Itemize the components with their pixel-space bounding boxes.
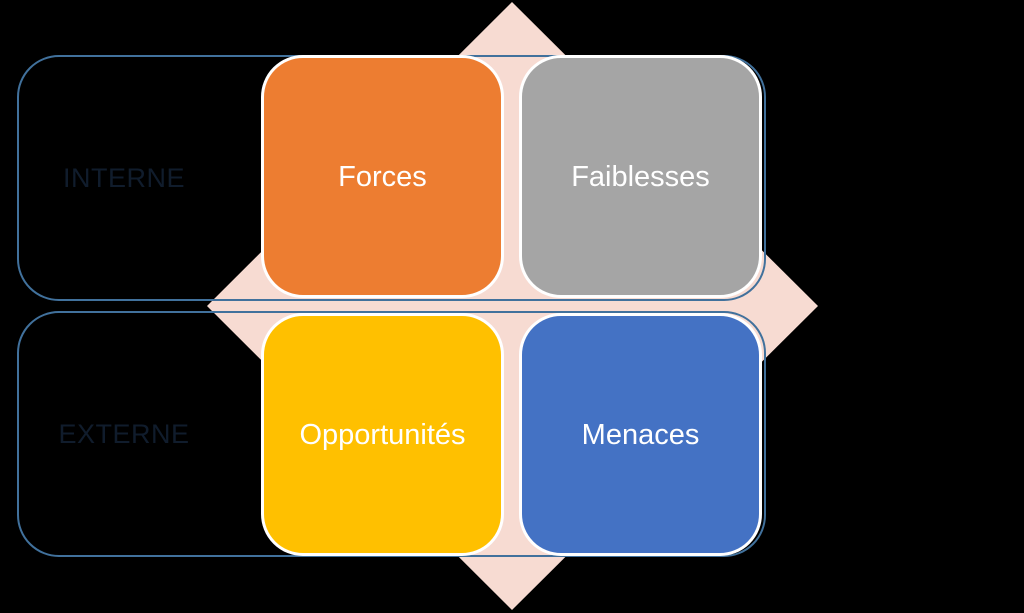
- cell-opportunites-label: Opportunités: [299, 418, 466, 451]
- cell-faiblesses-label: Faiblesses: [571, 160, 710, 193]
- row-label-interne: INTERNE: [62, 163, 185, 193]
- cell-menaces: Menaces: [519, 313, 762, 556]
- cell-opportunites: Opportunités: [261, 313, 504, 556]
- external-row-outline: [17, 311, 766, 557]
- cell-faiblesses: Faiblesses: [519, 55, 762, 298]
- cell-forces: Forces: [261, 55, 504, 298]
- cell-menaces-label: Menaces: [581, 418, 700, 451]
- cell-forces-label: Forces: [338, 160, 427, 193]
- row-label-externe: EXTERNE: [58, 419, 190, 449]
